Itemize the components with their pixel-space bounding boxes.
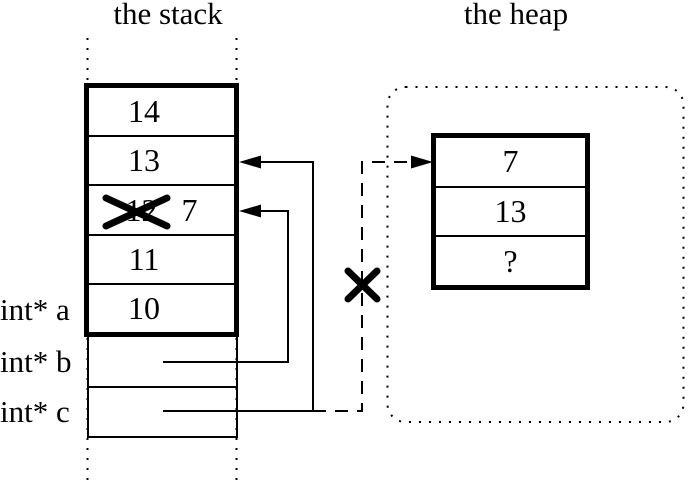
heap-title: the heap — [463, 0, 569, 31]
stack-cell-13: 13 — [89, 135, 234, 184]
heap-region-dotted-outline — [386, 86, 685, 423]
dangling-pointer-dashed-line — [313, 161, 411, 412]
pointer-c-cell — [89, 388, 236, 437]
pointer-b-line — [163, 210, 289, 363]
pointer-b-arrowhead-icon — [239, 204, 261, 218]
crossout-x-dangling-pointer-icon — [344, 267, 381, 303]
dangling-pointer-arrowhead-icon — [411, 155, 433, 169]
stack-cell-14: 14 — [128, 93, 160, 130]
stack-cell-crossed: 12 7 — [89, 184, 234, 233]
heap-cell-unknown: ? — [436, 235, 585, 285]
pointer-variable-rows — [86, 335, 238, 438]
stack-title: the stack — [113, 0, 223, 31]
heap-block-box: 7 13 ? — [431, 133, 590, 290]
stack-cell-11: 11 — [89, 233, 234, 283]
label-int-ptr-a: int* a — [0, 292, 70, 327]
stack-cell-new-value: 7 — [181, 191, 198, 228]
stack-cell-old-value: 12 — [125, 191, 158, 228]
label-int-ptr-b: int* b — [0, 344, 72, 379]
heap-cell-13: 13 — [436, 185, 585, 236]
pointer-c-arrowhead-icon — [239, 155, 261, 169]
pointer-b-cell — [88, 337, 236, 388]
pointer-c-line — [163, 161, 314, 412]
heap-cell-7: 7 — [502, 143, 519, 180]
stack-frame-box: 14 13 12 7 11 10 — [84, 83, 239, 337]
label-int-ptr-c: int* c — [0, 394, 70, 429]
crossout-x-old-value-icon — [102, 194, 171, 230]
stack-cell-10: 10 — [89, 282, 234, 332]
